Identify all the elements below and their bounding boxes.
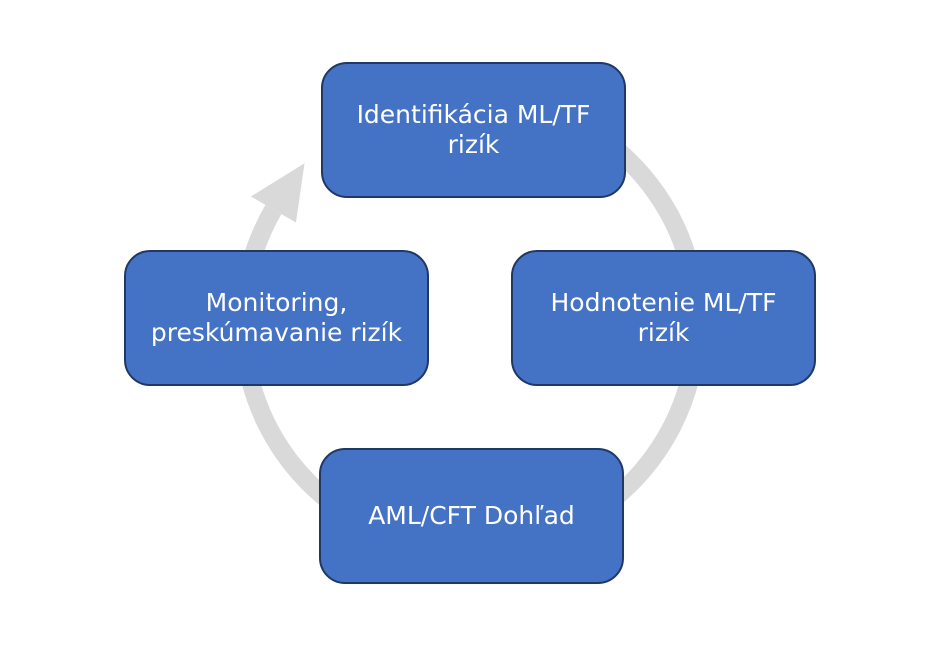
cycle-node-hodnotenie-rizik: Hodnotenie ML/TF rizík <box>511 250 816 386</box>
cycle-node-aml-cft-dohlad: AML/CFT Dohľad <box>319 448 624 584</box>
cycle-arrowhead-icon <box>250 163 305 223</box>
node-label-hodnotenie-rizik: Hodnotenie ML/TF rizík <box>550 287 777 348</box>
node-label-identifikacia-rizik: Identifikácia ML/TF rizík <box>356 99 591 160</box>
node-label-monitoring-rizik: Monitoring, preskúmavanie rizík <box>150 287 403 348</box>
cycle-node-identifikacia-rizik: Identifikácia ML/TF rizík <box>321 62 626 198</box>
cycle-node-monitoring-rizik: Monitoring, preskúmavanie rizík <box>124 250 429 386</box>
node-label-aml-cft-dohlad: AML/CFT Dohľad <box>368 500 575 530</box>
